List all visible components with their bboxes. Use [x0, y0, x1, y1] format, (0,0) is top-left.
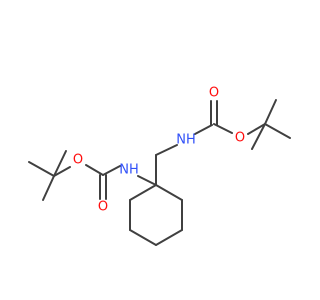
- oxygen-label: O: [209, 86, 219, 101]
- bond: [42, 175, 55, 201]
- atom-label-layer: NH O O NH O O: [73, 86, 245, 215]
- bond: [155, 229, 183, 246]
- oxygen-label: O: [235, 131, 245, 146]
- bond: [264, 99, 277, 125]
- bond: [137, 175, 157, 186]
- bond: [155, 184, 183, 201]
- molecule-structure: NH O O NH O O: [28, 86, 291, 246]
- bond: [129, 229, 157, 246]
- bond: [251, 123, 266, 150]
- bond: [129, 184, 157, 201]
- nitrogen-label: NH: [176, 133, 196, 148]
- bond: [155, 144, 178, 156]
- nitrogen-label: NH: [119, 163, 139, 178]
- bond: [194, 124, 213, 135]
- oxygen-label: O: [73, 153, 83, 168]
- bond: [264, 123, 291, 139]
- bond-layer: [28, 99, 291, 246]
- bond: [247, 123, 266, 135]
- bond: [213, 123, 233, 134]
- bond: [85, 164, 104, 176]
- oxygen-label: O: [98, 200, 108, 215]
- bond: [102, 165, 121, 176]
- bond: [28, 161, 55, 177]
- bond: [53, 150, 67, 177]
- bond: [53, 166, 71, 177]
